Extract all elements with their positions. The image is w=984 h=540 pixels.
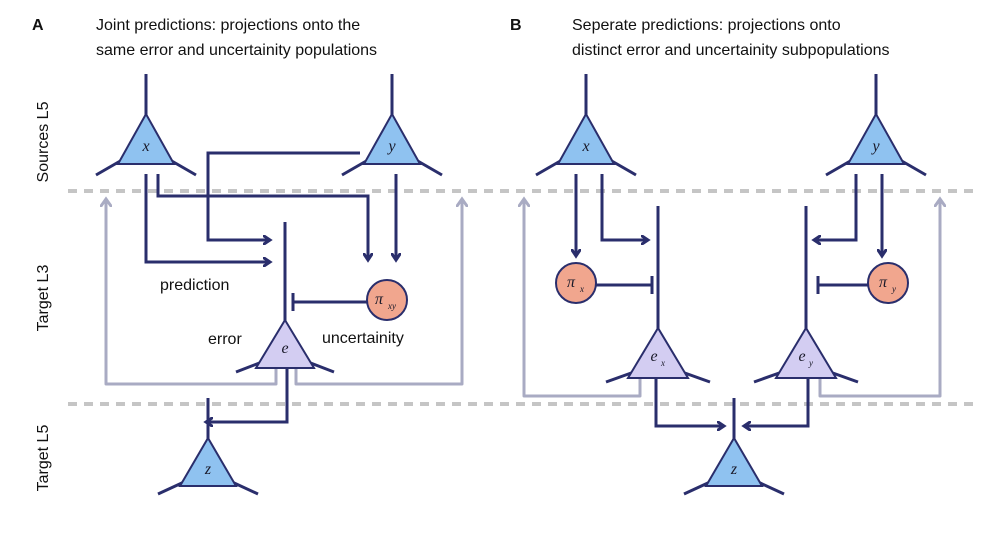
ex-to-z-arrow <box>654 378 724 426</box>
neuron-subscript-xy: xy <box>387 301 396 311</box>
source-neuron-y-b: y <box>825 74 927 177</box>
ey-to-z-arrow <box>744 378 810 426</box>
uncertainty-neuron-pi-y: π y <box>867 262 909 304</box>
target-neuron-z: z <box>157 398 259 496</box>
x-to-ex-arrow <box>600 174 648 240</box>
panel-a-title-line2: same error and uncertainity populations <box>96 42 377 59</box>
x-to-uncertainty-arrow <box>156 174 368 260</box>
neuron-label-e: e <box>281 340 288 357</box>
panel-b-title-line1: Seperate predictions: projections onto <box>572 17 841 34</box>
panel-b: x y e x <box>524 74 940 496</box>
label-error: error <box>208 331 242 348</box>
neuron-label-pi-x: π <box>567 274 576 291</box>
error-neuron-ey: e y <box>753 206 859 384</box>
neuron-subscript-ex: x <box>660 358 665 368</box>
source-neuron-y: y <box>341 74 443 177</box>
neuron-subscript-pi-x: x <box>579 284 584 294</box>
error-neuron-e: e <box>235 222 335 374</box>
error-to-z-arrow <box>206 368 289 422</box>
feedback-ex-to-x-arrow <box>524 199 642 398</box>
feedback-ey-to-y-arrow <box>818 199 940 398</box>
neuron-label-pi: π <box>375 291 384 308</box>
y-to-ey-arrow <box>814 174 858 240</box>
neuron-label-z: z <box>204 461 212 478</box>
panel-a-letter: A <box>32 17 44 34</box>
neuron-label-y-b: y <box>870 138 880 155</box>
neuron-label-y: y <box>386 138 396 155</box>
panel-b-title-line2: distinct error and uncertainity subpopul… <box>572 42 890 59</box>
target-neuron-z-b: z <box>683 398 785 496</box>
label-prediction: prediction <box>160 277 229 294</box>
prediction-x-arrow <box>144 174 270 262</box>
panel-a: x y e π xy <box>95 74 462 496</box>
neuron-label-z-b: z <box>730 461 738 478</box>
error-neuron-ex: e x <box>605 206 711 384</box>
neuron-label-x-b: x <box>581 138 589 155</box>
panel-a-title-line1: Joint predictions: projections onto the <box>96 17 360 34</box>
neuron-label-pi-y: π <box>879 274 888 291</box>
panel-b-letter: B <box>510 17 522 34</box>
neuron-subscript-ey: y <box>808 358 813 368</box>
neuron-label-ey: e <box>798 348 805 365</box>
uncertainty-neuron-pi-xy: π xy <box>366 279 408 321</box>
layer-label-target-l3: Target L3 <box>35 265 52 332</box>
layer-label-sources-l5: Sources L5 <box>35 101 52 182</box>
neuron-label-x: x <box>141 138 149 155</box>
uncertainty-neuron-pi-x: π x <box>555 262 597 304</box>
neuron-subscript-pi-y: y <box>891 284 896 294</box>
feedback-to-x-arrow <box>106 199 278 386</box>
source-neuron-x: x <box>95 74 197 177</box>
layer-label-target-l5: Target L5 <box>35 425 52 492</box>
source-neuron-x-b: x <box>535 74 637 177</box>
label-uncertainity: uncertainity <box>322 330 404 347</box>
feedback-to-y-arrow <box>294 199 462 386</box>
neuron-label-ex: e <box>650 348 657 365</box>
